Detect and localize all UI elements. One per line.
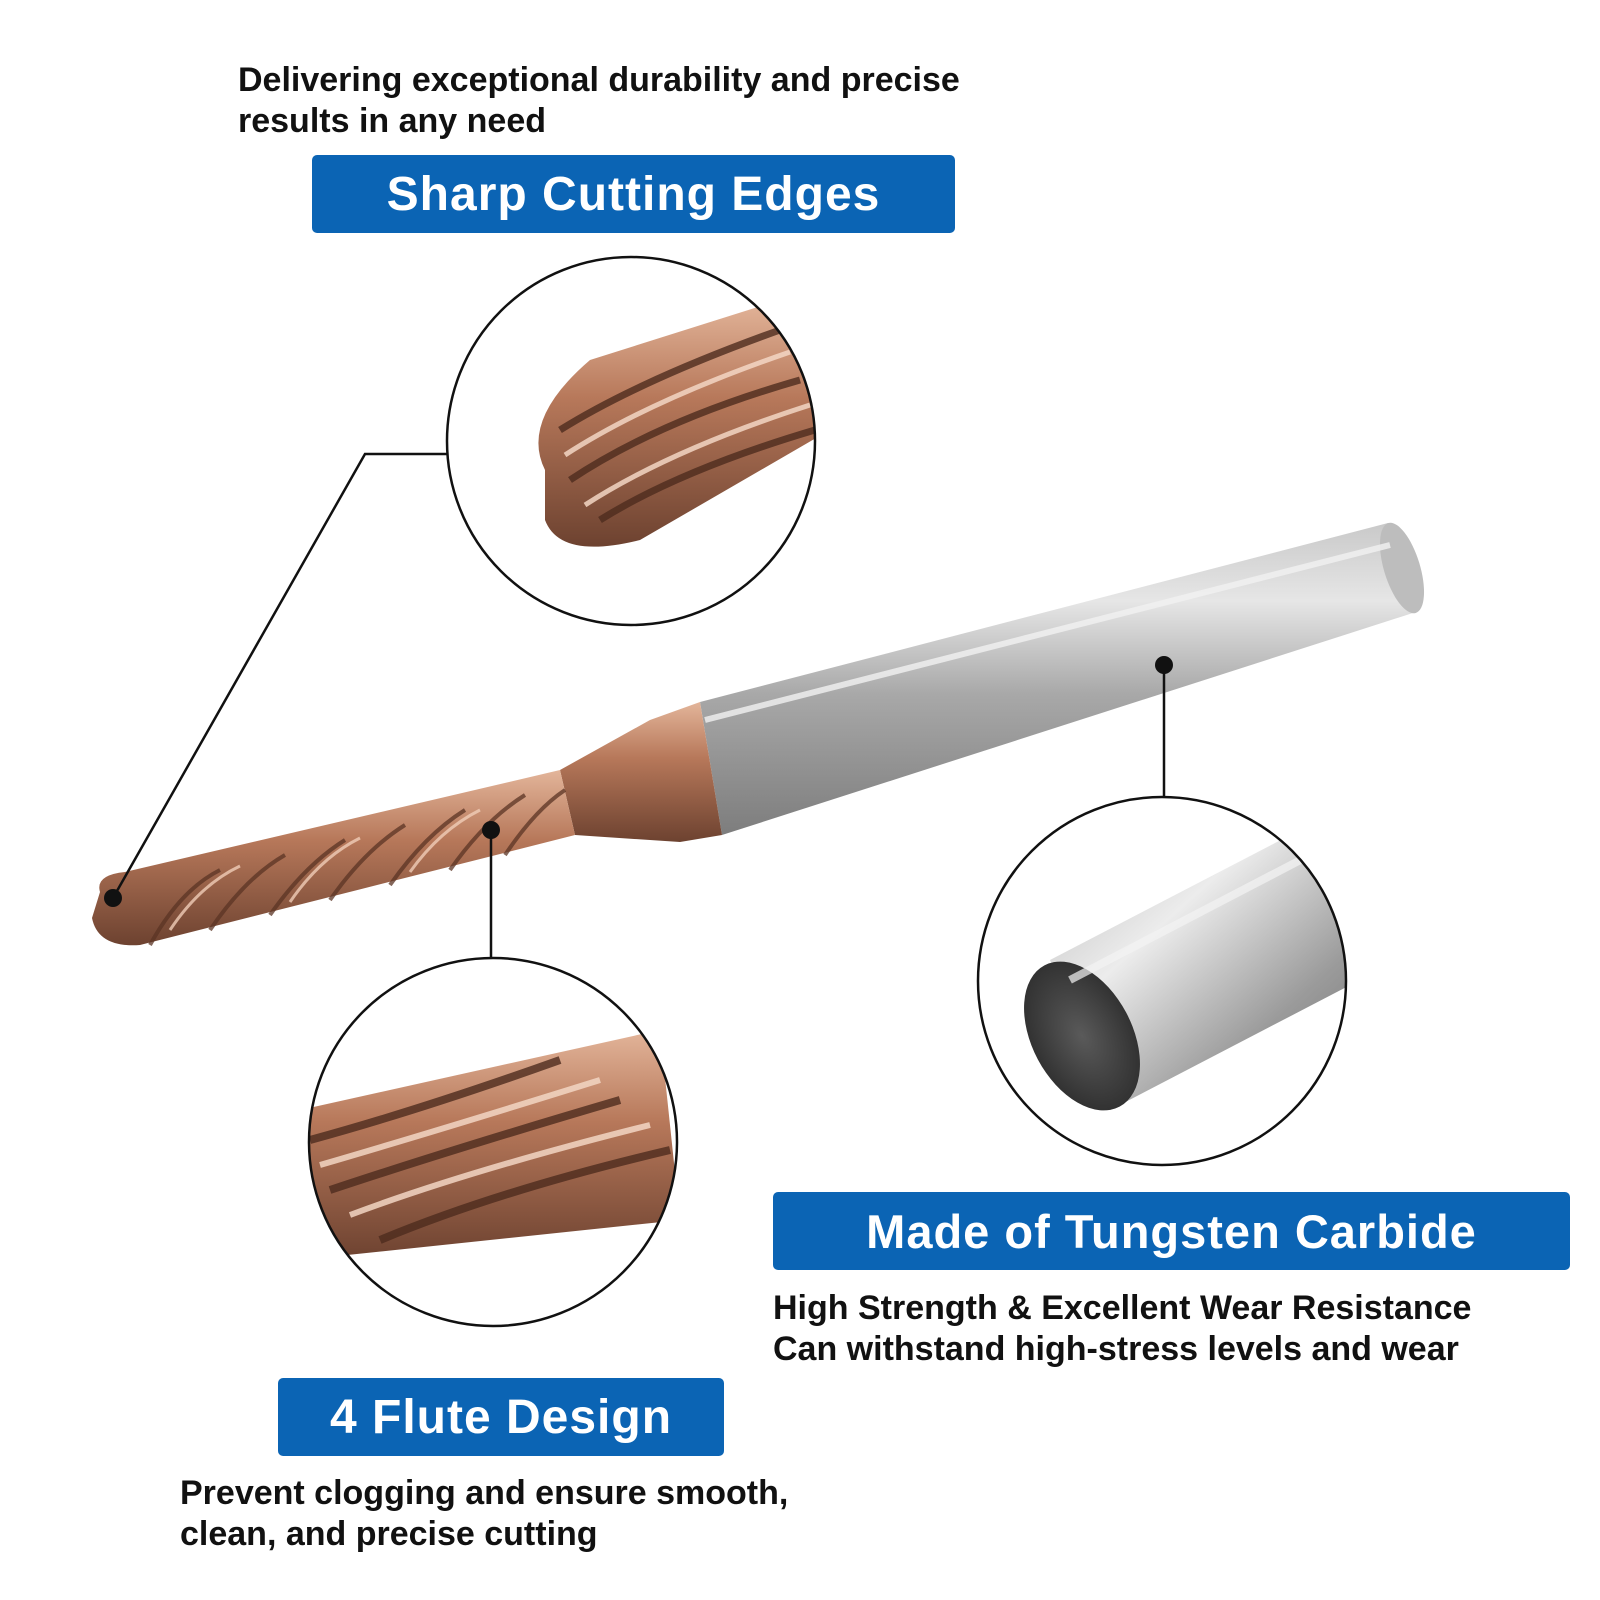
sharp-edges-line-2: results in any need bbox=[238, 102, 546, 140]
material-description: High Strength & Excellent Wear Resistanc… bbox=[773, 1288, 1593, 1370]
flute-marker bbox=[482, 821, 500, 839]
shank bbox=[700, 522, 1425, 835]
fluted-section bbox=[92, 770, 575, 946]
flute-design-description: Prevent clogging and ensure smooth, clea… bbox=[180, 1473, 980, 1555]
material-line-2: Can withstand high-stress levels and wea… bbox=[773, 1330, 1459, 1368]
zoom-carbide-shank bbox=[976, 795, 1348, 1167]
sharp-edges-description: Delivering exceptional durability and pr… bbox=[238, 60, 1118, 142]
neck bbox=[560, 702, 722, 842]
tip-marker bbox=[104, 889, 122, 907]
sharp-edges-title: Sharp Cutting Edges bbox=[312, 155, 955, 233]
flute-design-line-1: Prevent clogging and ensure smooth, bbox=[180, 1474, 789, 1512]
sharp-edges-line-1: Delivering exceptional durability and pr… bbox=[238, 61, 960, 99]
material-line-1: High Strength & Excellent Wear Resistanc… bbox=[773, 1289, 1472, 1327]
flute-design-line-2: clean, and precise cutting bbox=[180, 1515, 598, 1553]
shank-marker bbox=[1155, 656, 1173, 674]
flute-design-title: 4 Flute Design bbox=[278, 1378, 724, 1456]
zoom-cutting-tip bbox=[445, 255, 817, 627]
material-title: Made of Tungsten Carbide bbox=[773, 1192, 1570, 1270]
leader-lines bbox=[111, 452, 1166, 958]
zoom-flute-body bbox=[307, 956, 679, 1328]
